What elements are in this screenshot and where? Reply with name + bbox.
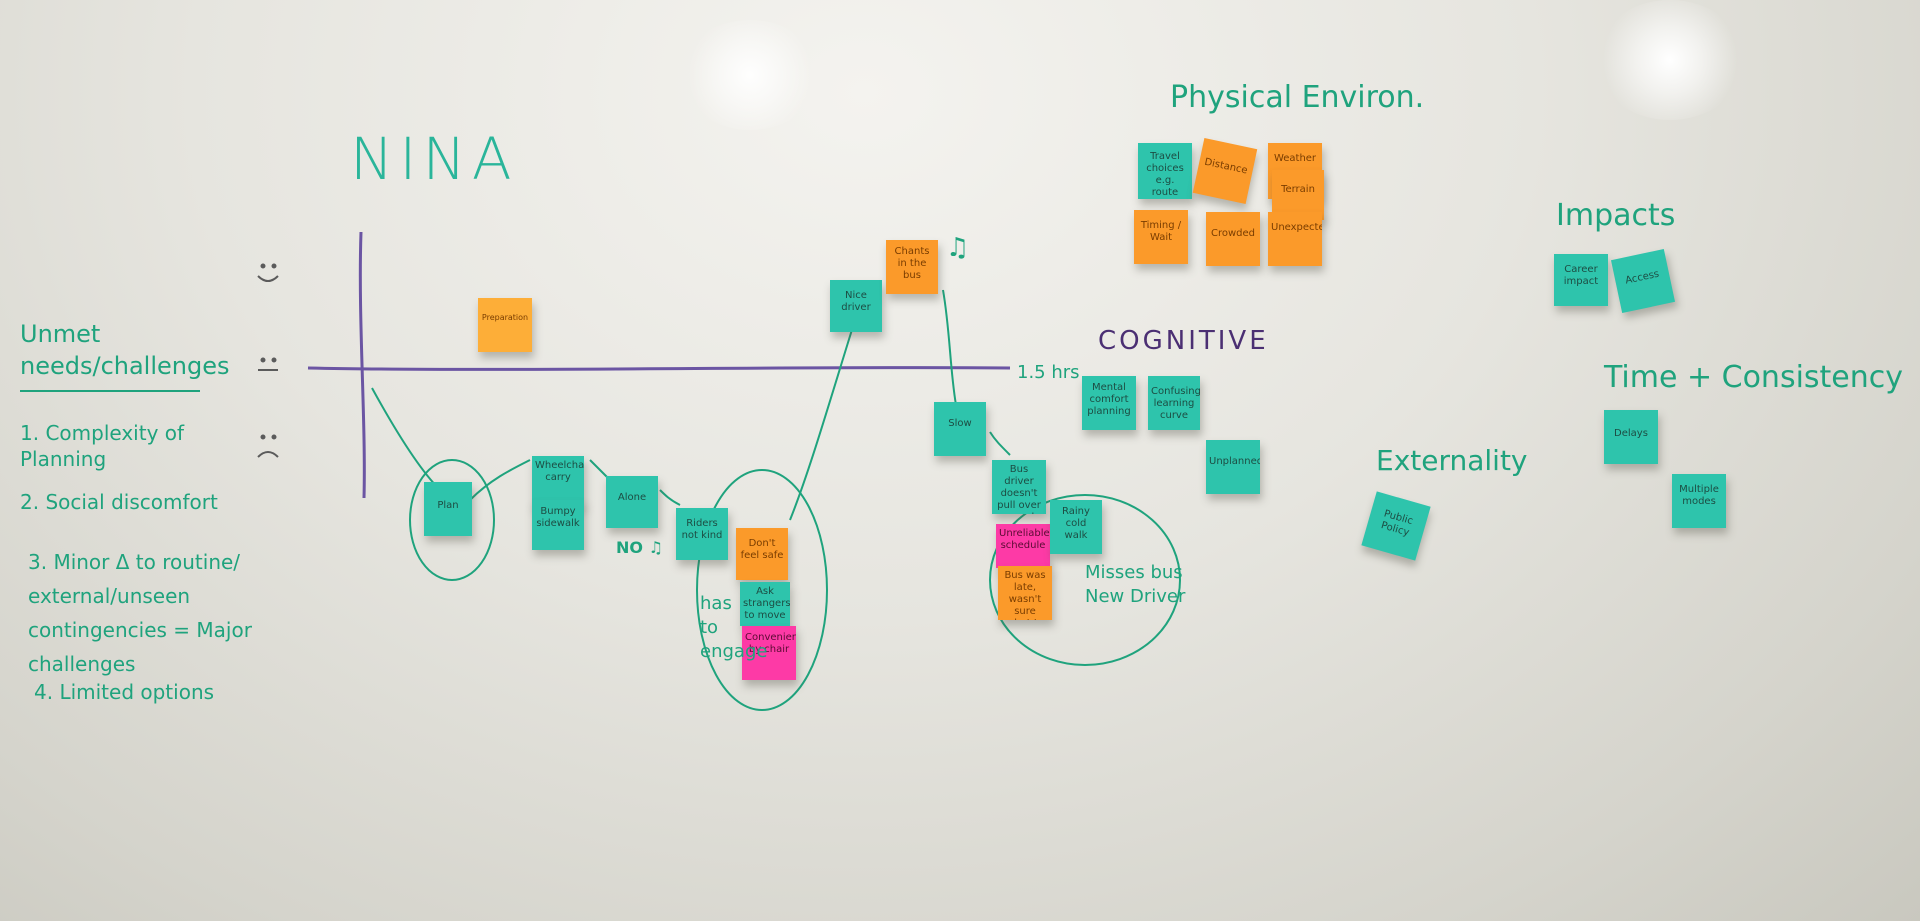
sticky-note-chants[interactable]: Chants in the bus	[886, 240, 938, 294]
sticky-note-riders[interactable]: Riders not kind	[676, 508, 728, 560]
no-music-label: NO ♫	[616, 538, 663, 557]
need-item: 3. Minor Δ to routine/ external/unseen c…	[28, 550, 252, 676]
sticky-note-mental-comfort[interactable]: Mental comfort planning	[1082, 376, 1136, 430]
sticky-note-ask-strangers[interactable]: Ask strangers to move	[740, 582, 790, 626]
sticky-note-pink-schedule[interactable]: Unreliable schedule	[996, 524, 1050, 568]
sticky-note-access[interactable]: Access	[1610, 248, 1676, 314]
need-item: 2. Social discomfort	[20, 490, 218, 514]
y-axis-line	[358, 231, 366, 499]
sticky-note-slow[interactable]: Slow	[934, 402, 986, 456]
persona-title: NINA	[350, 125, 518, 193]
sticky-note-multiple-modes[interactable]: Multiple modes	[1672, 474, 1726, 528]
externality-heading: Externality	[1376, 444, 1528, 477]
misses-bus-label: Misses bus	[1085, 562, 1183, 583]
sticky-note-dont-feel[interactable]: Don't feel safe	[736, 528, 788, 580]
sticky-note-plan[interactable]: Plan	[424, 482, 472, 536]
sticky-note-nice-driver[interactable]: Nice driver	[830, 280, 882, 332]
sticky-note-bumpy[interactable]: Bumpy sidewalk	[532, 500, 584, 550]
need-item: 1. Complexity of Planning	[20, 421, 185, 471]
sticky-note-delays[interactable]: Delays	[1604, 410, 1658, 464]
engage-circle	[696, 469, 828, 711]
bus-circle	[989, 494, 1181, 666]
timeline-end-label: 1.5 hrs	[1017, 362, 1080, 383]
sticky-note-pink-chair[interactable]: Convenience by chair	[742, 626, 796, 680]
sticky-note-rainy[interactable]: Rainy cold walk	[1050, 500, 1102, 554]
face-icons	[257, 263, 279, 458]
sticky-note-distance[interactable]: Distance	[1192, 137, 1258, 205]
sticky-note-crowded[interactable]: Crowded	[1206, 212, 1260, 266]
sticky-note-bus-driver[interactable]: Bus driver doesn't pull over enough	[992, 460, 1046, 514]
journey-line	[371, 289, 1011, 521]
cognitive-heading: COGNITIVE	[1098, 326, 1269, 356]
time-consistency-heading: Time + Consistency	[1604, 360, 1904, 395]
music-note-icon: ♫	[946, 233, 969, 263]
needs-header: Unmet needs/challenges	[20, 320, 230, 380]
sticky-note-timing[interactable]: Timing / Wait	[1134, 210, 1188, 264]
sticky-note-alone[interactable]: Alone	[606, 476, 658, 528]
plan-circle	[409, 459, 495, 581]
sticky-note-unexpected[interactable]: Unexpected	[1268, 212, 1322, 266]
sticky-note-travel-choices[interactable]: Travel choices e.g. route	[1138, 143, 1192, 199]
sticky-note-unplanned[interactable]: Unplanned	[1206, 440, 1260, 494]
has-to-engage-label: has to engage	[700, 593, 768, 662]
need-item: 4. Limited options	[34, 680, 215, 704]
timeline-axis	[307, 366, 1011, 371]
sticky-note-wheelchair[interactable]: Wheelchair carry	[532, 456, 584, 506]
sticky-note-preparation[interactable]: Preparation	[478, 298, 532, 352]
sticky-note-confusing[interactable]: Confusing learning curve	[1148, 376, 1200, 430]
physical-heading: Physical Environ.	[1170, 80, 1425, 115]
sticky-note-terrain[interactable]: Terrain	[1272, 170, 1324, 220]
new-driver-label: New Driver	[1085, 586, 1186, 607]
sticky-note-career-impact[interactable]: Career impact	[1554, 254, 1608, 306]
sticky-note-bus-late[interactable]: Bus was late, wasn't sure what to do	[998, 566, 1052, 620]
impacts-heading: Impacts	[1556, 198, 1676, 233]
